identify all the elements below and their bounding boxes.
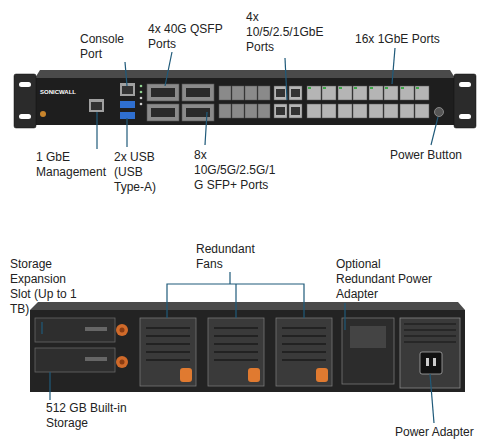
callout-label: Console Port — [80, 32, 134, 62]
callout-label: 512 GB Built-in Storage — [46, 401, 138, 431]
callout-label: Redundant Fans — [196, 242, 262, 272]
callout-label: 8x 10G/5G/2.5G/1G SFP+ Ports — [194, 148, 278, 193]
rear-panel — [30, 302, 465, 392]
callout-label: 1 GbE Management — [36, 150, 114, 180]
logo-text: SONICWALL — [40, 89, 90, 96]
callout-label: 4x 40G QSFP Ports — [148, 22, 224, 52]
callout-label: Power Adapter — [395, 425, 487, 440]
leader-line — [42, 48, 438, 423]
callout-label: Power Button — [390, 148, 480, 163]
callout-label: 2x USB (USB Type-A) — [114, 150, 160, 195]
callout-label: 4x 10/5/2.5/1GbE Ports — [246, 10, 332, 55]
front-panel — [14, 70, 476, 128]
callout-label: Optional Redundant Power Adapter — [336, 257, 438, 302]
callout-label: Storage Expansion Slot (Up to 1 TB) — [10, 257, 80, 317]
callout-label: 16x 1GbE Ports — [355, 32, 465, 47]
